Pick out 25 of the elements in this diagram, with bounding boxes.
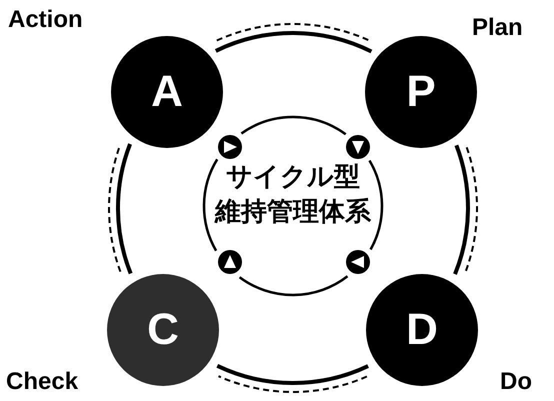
- direction-marker: [346, 135, 370, 159]
- cycle-arc: [216, 364, 369, 385]
- cycle-arc: [215, 31, 372, 54]
- phase-circle: A: [111, 36, 223, 148]
- phase-label: Check: [6, 370, 78, 394]
- dashed-arc: [108, 146, 122, 272]
- dashed-arc: [218, 375, 368, 393]
- cycle-arc: [116, 143, 133, 274]
- inner-arc: [202, 158, 218, 252]
- dashed-arc: [216, 23, 371, 42]
- inner-arc: [238, 275, 348, 296]
- phase-circle: P: [365, 36, 477, 148]
- cycle-arc: [453, 144, 470, 275]
- dashed-arc: [464, 147, 478, 273]
- phase-label: Action: [8, 8, 83, 32]
- inner-arc: [240, 116, 346, 136]
- direction-marker: [218, 250, 242, 274]
- phase-circle: D: [366, 274, 478, 386]
- phase-label: Do: [500, 370, 532, 394]
- direction-marker: [218, 135, 242, 159]
- inner-arc: [368, 160, 384, 250]
- phase-circle: C: [107, 274, 219, 386]
- direction-marker: [346, 250, 370, 274]
- center-title: サイクル型: [226, 163, 360, 192]
- center-title: 維持管理体系: [215, 198, 371, 226]
